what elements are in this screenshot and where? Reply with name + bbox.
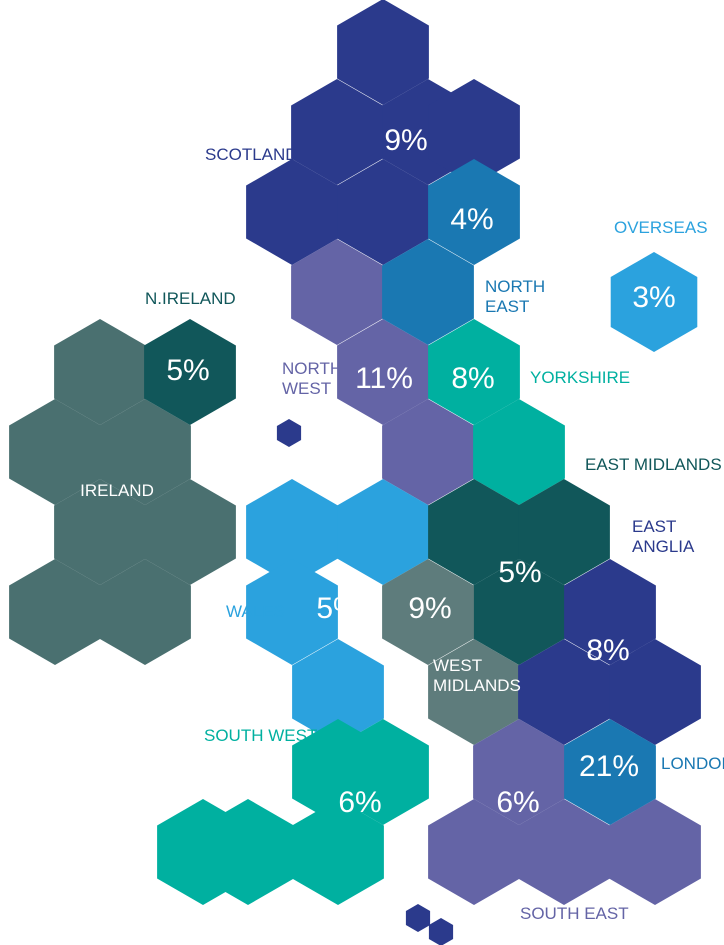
north-east-hex-1 [382,239,474,345]
north-east-label-line1: NORTH [485,277,545,296]
wales-hex-2 [246,559,338,665]
london-label: LONDON [661,754,724,773]
west-midlands-label-line2: MIDLANDS [433,676,521,695]
south-west-label: SOUTH WEST [204,726,317,745]
east-anglia-label-line1: EAST [632,517,676,536]
north-west-label-line1: NORTH [282,359,342,378]
east-midlands-hex-1 [518,479,610,585]
north-east-hex-0 [428,159,520,265]
wales-hex-3 [292,639,384,745]
wales-value: 5% [316,592,359,625]
south-west-hex-1 [337,719,429,825]
ireland-label: IRELAND [80,481,154,500]
northern-ireland-value: 5% [166,354,209,387]
scotland-hex-3 [428,79,520,185]
north-west-label-line2: WEST [282,379,331,398]
hex-layer [9,0,701,945]
wales-hex-0 [246,479,338,585]
east-anglia-value: 8% [586,634,629,667]
scotland-hex-4 [246,159,338,265]
east-midlands-label: EAST MIDLANDS [585,455,722,474]
overseas-hex [610,252,698,352]
scotland-hex-1 [291,79,383,185]
west-midlands-hex-0 [382,559,474,665]
west-midlands-hex-1 [428,639,520,745]
ireland-hex-2 [99,399,191,505]
ireland-hex-3 [54,479,146,585]
wales-hex-1 [337,479,429,585]
south-west-hex-3 [292,799,384,905]
west-midlands-value: 9% [408,592,451,625]
ireland-hex-4 [144,479,236,585]
channel-island-hex-1 [428,918,454,945]
south-east-value: 6% [496,786,539,819]
scotland-hex-0 [337,0,429,105]
south-east-hex-3 [609,799,701,905]
west-midlands-label-line1: WEST [433,656,482,675]
wales-label: WALES [226,602,285,621]
channel-island-hex-0 [405,904,431,932]
south-west-value: 6% [338,786,381,819]
east-midlands-value: 5% [498,556,541,589]
overseas-value: 3% [632,281,675,314]
london-hex [564,719,656,825]
yorkshire-value: 8% [451,362,494,395]
east-midlands-hex-2 [473,559,565,665]
north-east-value: 4% [450,203,493,236]
east-anglia-label-line2: ANGLIA [632,537,695,556]
north-west-hex-1 [337,319,429,425]
ireland-hex-6 [99,559,191,665]
ireland-hex-5 [9,559,101,665]
south-east-hex-2 [518,799,610,905]
scotland-hex-5 [337,159,429,265]
north-west-value: 11% [355,362,413,395]
south-west-hex-4 [157,799,249,905]
yorkshire-hex-1 [473,399,565,505]
yorkshire-hex-0 [428,319,520,425]
east-midlands-hex-0 [428,479,520,585]
south-east-label: SOUTH EAST [520,904,629,923]
south-east-hex-1 [428,799,520,905]
north-east-label-line2: EAST [485,297,529,316]
scotland-value: 9% [384,124,427,157]
south-east-hex-0 [473,719,565,825]
east-anglia-hex-1 [518,639,610,745]
ireland-hex-1 [9,399,101,505]
east-anglia-hex-0 [564,559,656,665]
london-value: 21% [579,750,639,783]
east-anglia-hex-2 [609,639,701,745]
northern-ireland-hex [144,319,236,425]
overseas-label: OVERSEAS [614,218,708,237]
scotland-label: SCOTLAND [205,145,298,164]
yorkshire-label: YORKSHIRE [530,368,630,387]
ireland-hex-0 [54,319,146,425]
isle-of-man-hex [276,419,302,447]
north-west-hex-2 [382,399,474,505]
northern-ireland-label: N.IRELAND [145,289,236,308]
north-west-hex-0 [291,239,383,345]
